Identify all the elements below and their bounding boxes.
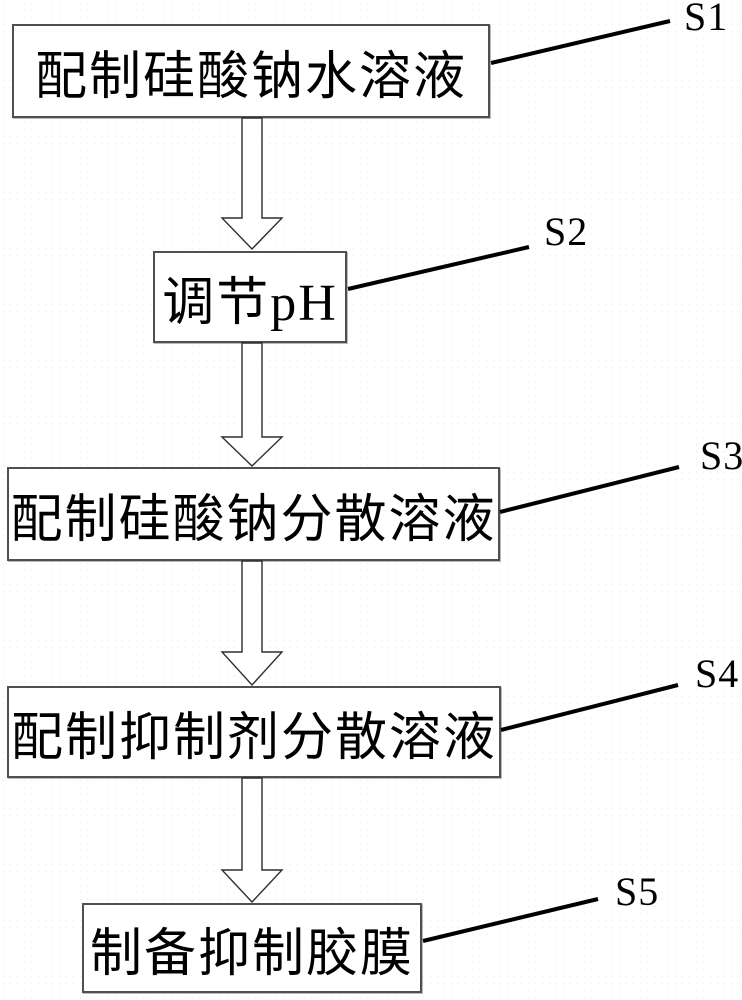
- step-label-s5: 制备抑制胶膜: [89, 925, 414, 983]
- step-tag-s3: S3: [700, 433, 742, 478]
- step-label-s2: 调节pH: [162, 274, 338, 332]
- step-label-s3: 配制硅酸钠分散溶液: [10, 491, 497, 549]
- step-tag-s5: S5: [615, 869, 660, 914]
- step-box-s5: 制备抑制胶膜: [82, 903, 422, 993]
- leader-line-s1: [490, 19, 671, 65]
- step-label-s4: 配制抑制剂分散溶液: [10, 709, 497, 767]
- leader-line-s4: [500, 683, 679, 732]
- step-tag-s2: S2: [544, 209, 589, 254]
- step-tag-s1: S1: [684, 0, 729, 39]
- step-box-s2: 调节pH: [153, 251, 347, 343]
- leader-line-s2: [347, 245, 530, 291]
- step-box-s4: 配制抑制剂分散溶液: [7, 686, 501, 778]
- flow-arrow-s3-s4: [220, 560, 284, 687]
- step-box-s1: 配制硅酸钠水溶液: [12, 24, 490, 118]
- step-tag-s4: S4: [695, 651, 740, 696]
- step-label-s1: 配制硅酸钠水溶液: [34, 48, 467, 106]
- leader-line-s3: [499, 465, 680, 514]
- flow-arrow-s2-s3: [220, 342, 284, 467]
- leader-line-s5: [422, 897, 599, 943]
- flow-arrow-s1-s2: [220, 117, 284, 251]
- step-box-s3: 配制硅酸钠分散溶液: [7, 467, 500, 561]
- flow-arrow-s4-s5: [220, 777, 284, 904]
